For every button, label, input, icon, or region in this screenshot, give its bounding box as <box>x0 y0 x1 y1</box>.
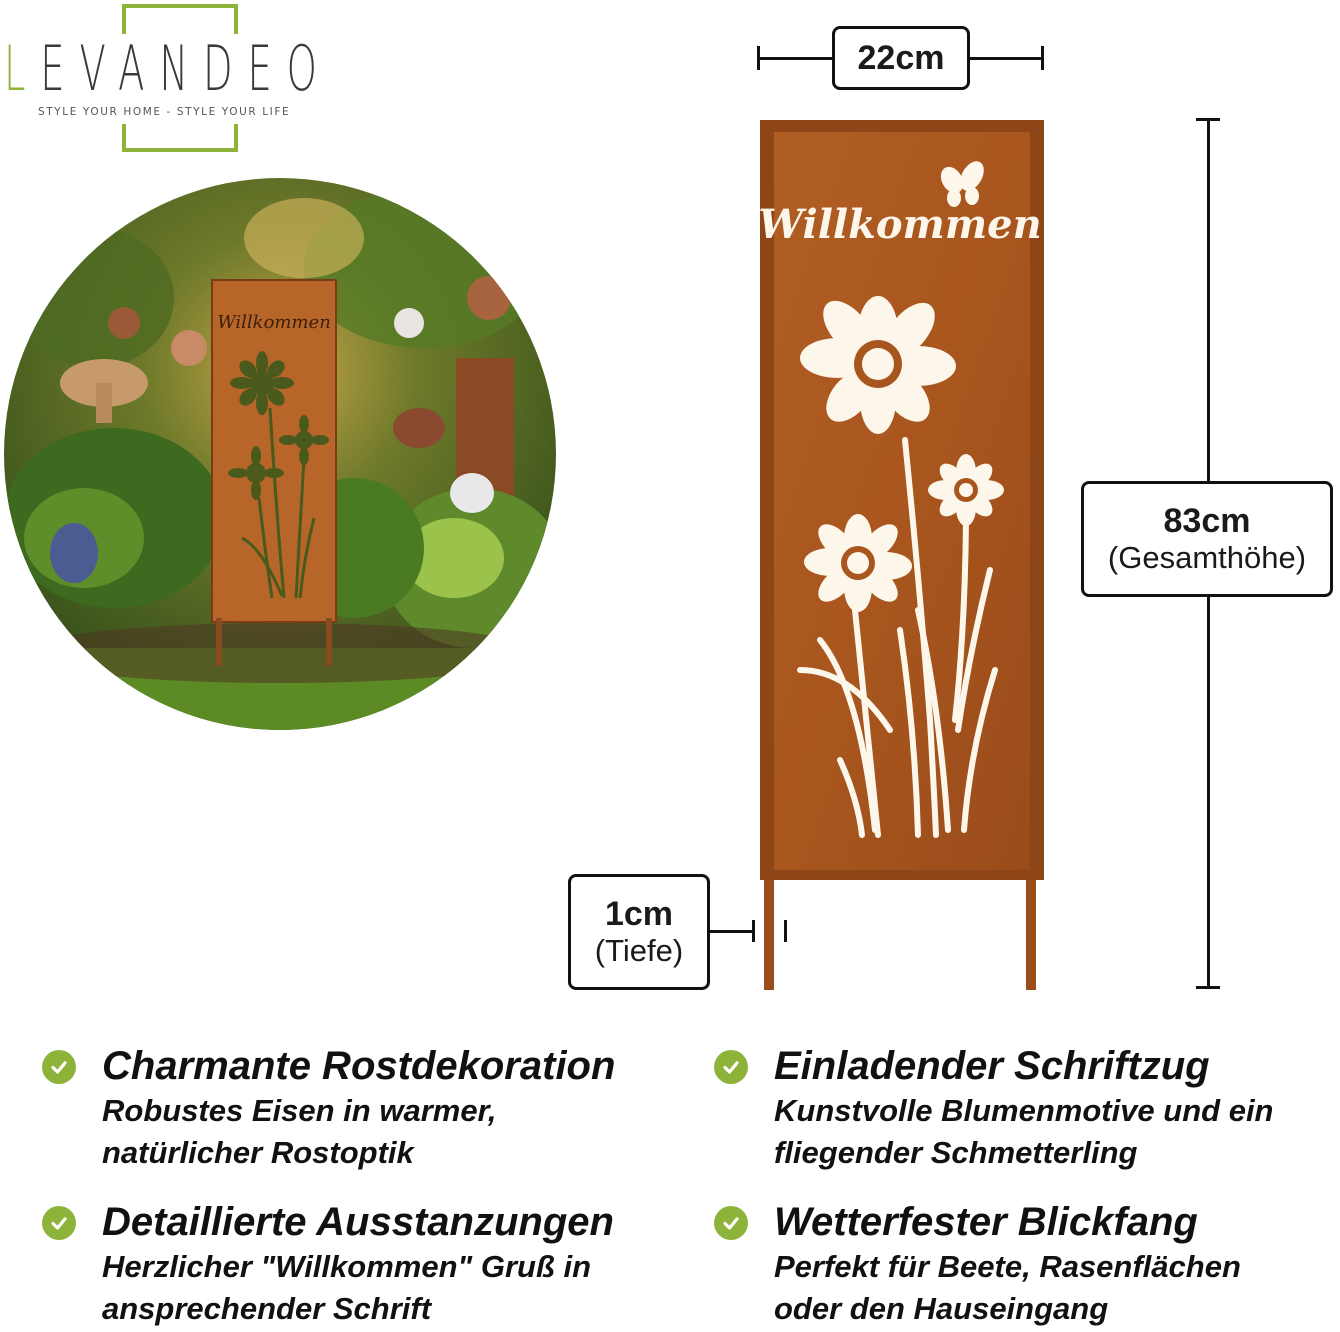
feature-item: Wetterfester Blickfang Perfekt für Beete… <box>714 1200 1314 1330</box>
width-line-left <box>757 57 833 60</box>
check-circle-icon <box>714 1206 748 1240</box>
width-tick-right <box>1041 46 1044 70</box>
butterfly-icon <box>940 161 984 207</box>
width-tick-left <box>757 46 760 70</box>
feature-item: Einladender Schriftzug Kunstvolle Blumen… <box>714 1044 1314 1184</box>
feature-description: Herzlicher "Willkommen" Gruß in ansprech… <box>102 1249 592 1326</box>
height-label: 83cm (Gesamthöhe) <box>1081 481 1333 597</box>
feature-description: Perfekt für Beete, Rasenflächen oder den… <box>774 1249 1241 1326</box>
depth-line <box>707 930 755 933</box>
width-label: 22cm <box>832 26 970 90</box>
svg-text:Willkommen: Willkommen <box>217 312 331 333</box>
feature-title: Detaillierte Ausstanzungen <box>102 1200 614 1244</box>
brand-tagline: STYLE YOUR HOME - STYLE YOUR LIFE <box>38 106 291 118</box>
brand-logo: LEVANDEO STYLE YOUR HOME - STYLE YOUR LI… <box>0 0 370 160</box>
depth-tick-left <box>752 920 755 942</box>
garden-panel: Willkommen <box>211 279 337 666</box>
feature-description: Robustes Eisen in warmer, natürlicher Ro… <box>102 1093 497 1170</box>
check-circle-icon <box>42 1050 76 1084</box>
flower-large <box>800 296 956 434</box>
inscription-text: Willkommen <box>758 201 1041 248</box>
check-circle-icon <box>42 1206 76 1240</box>
product-panel: Willkommen <box>758 120 1044 990</box>
feature-description: Kunstvolle Blumenmotive und ein fliegend… <box>774 1093 1274 1170</box>
feature-item: Charmante Rostdekoration Robustes Eisen … <box>42 1044 642 1184</box>
feature-item: Detaillierte Ausstanzungen Herzlicher "W… <box>42 1200 642 1330</box>
brand-wordmark: LEVANDEO <box>4 32 332 105</box>
flower-medium-left <box>804 514 912 612</box>
height-tick-bottom <box>1196 986 1220 989</box>
stems-and-leaves <box>797 437 998 838</box>
feature-title: Einladender Schriftzug <box>774 1044 1210 1088</box>
garden-photo: Willkommen <box>4 178 556 730</box>
feature-title: Wetterfester Blickfang <box>774 1200 1198 1244</box>
width-line-right <box>968 57 1044 60</box>
depth-label: 1cm (Tiefe) <box>568 874 710 990</box>
feature-title: Charmante Rostdekoration <box>102 1044 616 1088</box>
flower-small-right <box>928 454 1004 526</box>
depth-tick-right <box>784 920 787 942</box>
check-circle-icon <box>714 1050 748 1084</box>
